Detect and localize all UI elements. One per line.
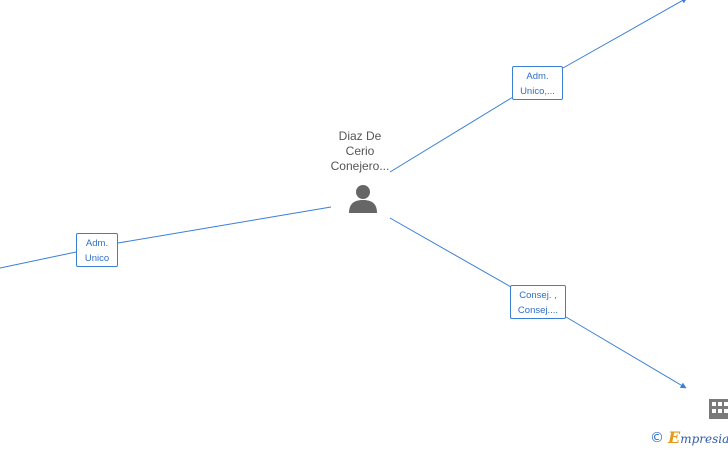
edge-left-a [117, 206, 332, 244]
person-name-line-1: Diaz De [338, 129, 382, 143]
person-icon[interactable] [347, 184, 379, 214]
person-name-line-3: Conejero... [330, 159, 390, 173]
building-icon[interactable] [709, 399, 728, 419]
edge-bottom-right-a [389, 217, 512, 288]
brand-rest: mpresia [680, 432, 728, 446]
relation-top-line-2: Unico,... [520, 86, 555, 97]
copyright-symbol: © [650, 429, 664, 446]
edge-bottom-right-b [565, 316, 687, 389]
relation-box-left[interactable]: Adm. Unico [76, 233, 118, 267]
relation-bottom-right-line-2: Consej.... [517, 305, 559, 316]
edge-top-right-b [562, 0, 688, 69]
relation-top-line-1: Adm. [526, 71, 549, 82]
relation-box-top[interactable]: Adm. Unico,... [512, 66, 563, 100]
relation-box-bottom-right[interactable]: Consej. , Consej.... [510, 285, 566, 319]
relation-left-line-2: Unico [84, 253, 110, 264]
edge-left-b [0, 251, 77, 269]
relation-bottom-right-line-1: Consej. , [519, 290, 557, 301]
person-name[interactable]: Diaz De Cerio Conejero... [315, 129, 405, 174]
brand-logo: Empresia [668, 428, 728, 447]
relation-left-line-1: Adm. [85, 238, 109, 249]
edge-top-right-a [389, 96, 514, 173]
brand-initial: E [668, 428, 681, 447]
footer-brand: ©Empresia [650, 428, 728, 448]
person-name-line-2: Cerio [345, 144, 375, 158]
